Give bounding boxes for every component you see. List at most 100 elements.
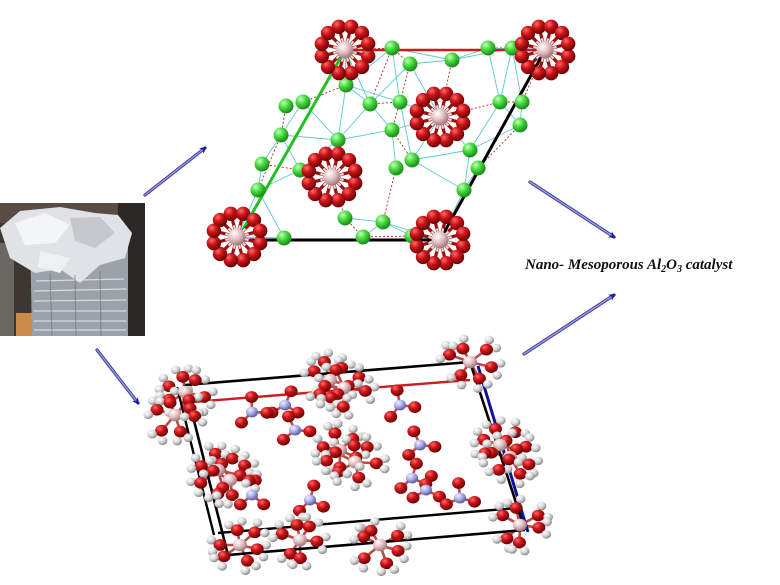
hydrogen-atom (331, 409, 341, 419)
hydrogen-atom (399, 554, 409, 564)
arrow-bottom-structure-to-catalyst-highlight (523, 293, 616, 355)
hydrogen-atom (306, 357, 316, 367)
hydrogen-atom (206, 535, 217, 545)
oxygen-atom (206, 464, 220, 477)
al-o-cluster (409, 209, 471, 271)
bond (469, 101, 501, 151)
oxygen-atom (223, 252, 238, 268)
hydrogen-atom (214, 499, 224, 508)
oxygen-atom (246, 212, 262, 228)
catalyst-caption: Nano- Mesoporous Al2O3 catalyst (525, 257, 732, 275)
caption-subscript-3: 3 (676, 264, 682, 275)
hydrogen-atom (179, 412, 190, 422)
al-o-cluster (409, 86, 471, 148)
hydrogen-atom (513, 457, 524, 467)
oxygen-atom (391, 545, 405, 557)
oxygen-atom (472, 372, 486, 385)
oxygen-atom (293, 552, 307, 565)
hydrogen-atom (329, 438, 339, 447)
hydrogen-atom (472, 427, 483, 436)
oxygen-atom (449, 215, 465, 231)
bond (337, 129, 393, 141)
oxygen-atom (415, 215, 431, 231)
oxygen-atom (250, 543, 264, 556)
nitrogen-atom (454, 492, 466, 504)
green-atom (444, 52, 460, 68)
hydrogen-atom (492, 370, 502, 380)
hydrogen-atom (209, 553, 219, 563)
hydrogen-atom (519, 546, 530, 556)
hydrogen-atom (172, 436, 182, 446)
bond (391, 47, 401, 103)
oxygen-atom (275, 528, 289, 540)
hydrogen-atom (435, 354, 446, 364)
oxygen-atom (360, 49, 376, 64)
oxygen-atom (316, 500, 330, 513)
hydrogen-atom (183, 364, 194, 373)
oxygen-atom (455, 116, 471, 131)
green-atom (388, 160, 404, 176)
oxygen-atom (188, 410, 202, 423)
bond-network (236, 47, 546, 241)
oxygen-atom (455, 226, 471, 241)
oxygen-atom (331, 192, 346, 208)
oxygen-atom (390, 384, 404, 397)
oxygen-atom (331, 65, 346, 81)
hydrogen-atom (147, 429, 157, 439)
hydrogen-atom (224, 520, 234, 530)
hydrogen-atom (193, 392, 204, 402)
oxygen-atom (544, 19, 559, 35)
process-arrows (95, 146, 616, 405)
hydrogen-atom (223, 499, 233, 509)
oxygen-atom (415, 249, 431, 265)
hydrogen-atom (154, 384, 165, 394)
bond (362, 235, 413, 238)
oxygen-atom (336, 400, 350, 413)
oxygen-atom (150, 403, 164, 416)
hydrogen-atom (211, 491, 222, 500)
hydrogen-atom (495, 416, 506, 425)
caption-suffix: catalyst (681, 257, 733, 273)
hydrogen-atom (470, 449, 480, 459)
oxygen-atom (301, 163, 317, 178)
oxygen-atom (500, 532, 514, 545)
oxygen-atom (328, 427, 342, 440)
green-atom (512, 117, 528, 133)
aluminium-nitrate-hydrate-crystal (143, 334, 553, 577)
green-atom (278, 98, 294, 114)
oxygen-atom (290, 519, 304, 531)
hydrogen-atom (323, 421, 333, 431)
oxygen-atom (531, 509, 545, 522)
green-atom (384, 40, 400, 56)
oxygen-atom (384, 410, 398, 423)
oxygen-atom (532, 521, 546, 534)
hydrogen-atom (312, 434, 323, 444)
nitrogen-atom (406, 472, 418, 484)
hydrogen-atom (310, 449, 321, 458)
oxygen-atom (415, 126, 431, 142)
green-atom (392, 94, 408, 110)
hydrogen-atom (376, 567, 386, 577)
bond (499, 47, 513, 103)
oxygen-atom (217, 550, 231, 563)
oxygen-atom (391, 529, 405, 542)
oxygen-atom (406, 491, 420, 504)
hydrogen-atom (285, 513, 295, 523)
hydrogen-atom (203, 441, 214, 451)
hydrogen-atom (488, 512, 498, 522)
oxygen-atom (213, 539, 227, 551)
oxygen-atom (560, 49, 576, 64)
oxygen-atom (531, 19, 546, 35)
hydrogen-atom (484, 467, 494, 477)
aluminium-atom (233, 538, 247, 552)
hydrogen-atom (515, 494, 526, 504)
nitrogen-atom (279, 399, 291, 411)
hydrogen-atom (541, 530, 552, 539)
oxygen-atom (238, 459, 252, 472)
bond (337, 103, 371, 141)
hydrogen-atom (170, 365, 181, 375)
hydrogen-atom (313, 518, 324, 527)
oxygen-atom (282, 410, 296, 423)
oxygen-atom (236, 206, 251, 222)
hydrogen-atom (342, 469, 353, 479)
